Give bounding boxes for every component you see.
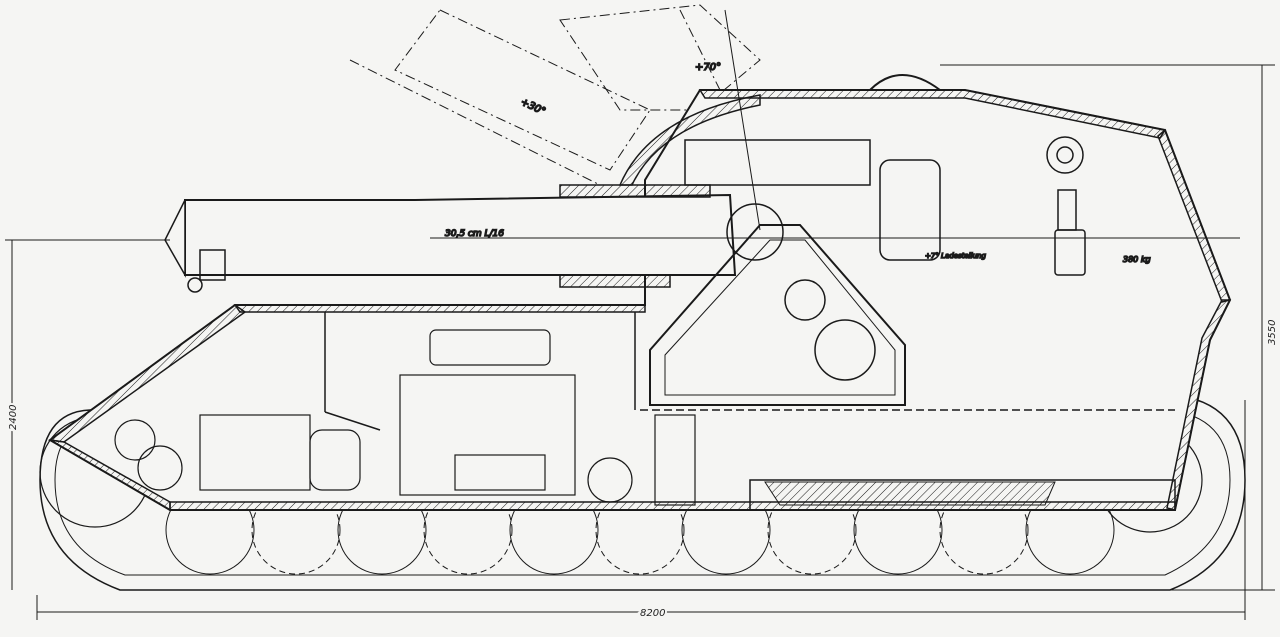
dimension-lines bbox=[5, 64, 1275, 620]
label-loading-position: +7° Ladestellung bbox=[925, 252, 986, 260]
dimension-total-length: 8200 bbox=[640, 608, 665, 619]
road-wheel bbox=[595, 485, 685, 575]
dimension-total-height: 3550 bbox=[1267, 320, 1278, 345]
road-wheel bbox=[423, 485, 513, 575]
shell-hoist bbox=[1046, 136, 1086, 276]
road-wheel bbox=[939, 485, 1029, 575]
hull bbox=[48, 74, 1232, 512]
label-elevation-low: +30° bbox=[519, 97, 547, 118]
dimension-hull-height: 2400 bbox=[8, 405, 19, 430]
road-wheel bbox=[767, 485, 857, 575]
label-gun-caliber: 30,5 cm L/16 bbox=[445, 229, 504, 239]
label-shell-weight: 380 kg bbox=[1123, 255, 1151, 264]
label-elevation-high: +70° bbox=[695, 62, 721, 73]
road-wheel bbox=[251, 485, 341, 575]
engine-compartment bbox=[114, 329, 696, 506]
gun bbox=[164, 9, 1240, 406]
